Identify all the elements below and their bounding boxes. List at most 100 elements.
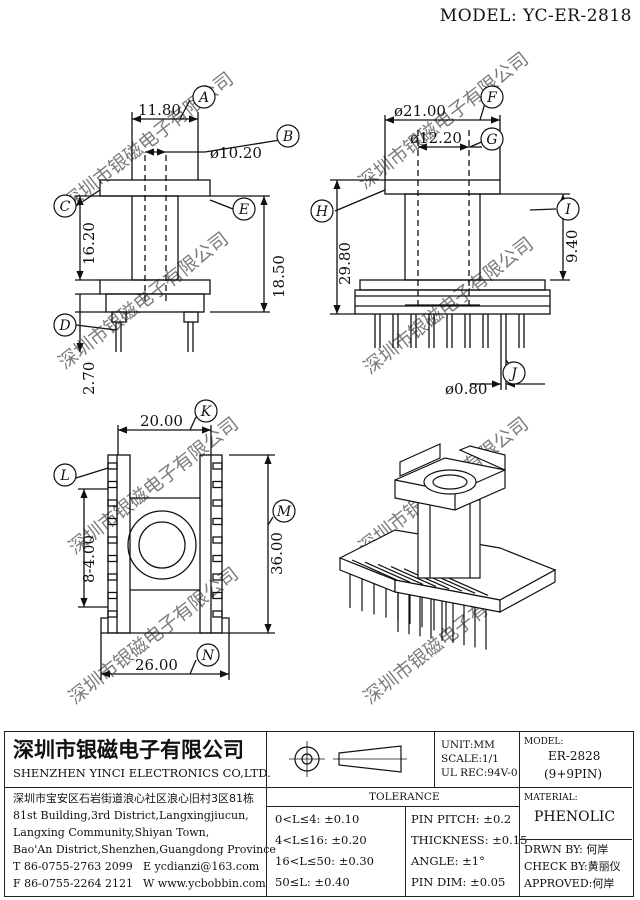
approved-by: APPROVED:何岸 [524,877,615,890]
signoff-cell: DRWN BY: 何岸 CHECK BY:黄丽仪 APPROVED:何岸 [520,840,632,896]
callout-j: J [508,366,518,382]
tol-right-3: ANGLE: ±1° [411,854,485,868]
company-name-en: SHENZHEN YINCI ELECTRONICS CO,LTD. [13,766,271,780]
check-by: CHECK BY:黄丽仪 [524,860,621,873]
iso-rib [403,568,450,590]
callout-f: F [486,90,498,106]
bobbin-slot [212,591,223,600]
side-view [330,99,570,390]
dim-d12: 8-4.00 [80,535,98,583]
tol-right-1: PIN PITCH: ±0.2 [411,812,512,826]
material-label: MATERIAL: [524,793,578,803]
callout-bubbles [53,85,580,667]
callout-h-circle [310,199,334,223]
model-pins: (9+9PIN) [544,767,603,781]
callout-n-circle [196,643,220,667]
callout-n: N [201,648,215,664]
iso-rib [377,563,424,585]
callout-e-circle [232,197,256,221]
dim-d9: 9.40 [563,230,581,263]
projection-symbol-icon [289,741,407,777]
bobbin-slot [107,591,118,600]
bobbin-slot [107,517,118,526]
callout-i: I [564,202,571,218]
tol-right-4: PIN DIM: ±0.05 [411,875,506,889]
iso-rib [364,561,411,583]
callout-d-circle [53,313,77,337]
model-cell: MODEL: ER-2828 (9+9PIN) [520,732,632,788]
tol-left-2: 4<L≤16: ±0.20 [275,833,367,847]
dim-d5: 2.70 [80,362,98,395]
iso-rib [351,559,398,581]
watermark-2: 深圳市银磁电子有限公司 [355,48,533,194]
iso-rib [390,566,437,588]
dim-d8: 29.80 [336,242,354,285]
dim-d2: ø10.20 [210,144,262,162]
bobbin-slot [107,610,118,618]
bobbin-slot [107,536,118,544]
callout-a-circle [192,85,216,109]
callout-a: A [197,90,209,106]
dim-d1: 11.80 [138,101,181,119]
front-view [75,99,281,352]
callout-d: D [58,318,70,334]
front-view-labels: 11.80 ø10.20 16.20 2.70 18.50 [80,101,288,395]
contact-tel: T 86-0755-2763 2099 [13,860,133,873]
callout-m: M [276,504,292,520]
callout-c-circle [53,194,77,218]
contact-web: W www.ycbobbin.com [143,877,266,890]
callout-e: E [238,202,249,218]
tol-left-3: 16<L≤50: ±0.30 [275,854,374,868]
technical-drawing: 深圳市银磁电子有限公司 深圳市银磁电子有限公司 深圳市银磁电子有限公司 深圳市银… [53,48,581,709]
callout-m-circle [272,499,296,523]
model-header: MODEL: YC-ER-2818 [439,6,632,26]
isometric-view [338,443,557,650]
bobbin-slot [212,573,223,581]
callout-k-circle [194,399,218,423]
tolerance-cell: TOLERANCE 0<L≤4: ±0.10 4<L≤16: ±0.20 16<… [267,788,527,896]
tol-left-1: 0<L≤4: ±0.10 [275,812,360,826]
dim-d6: ø21.00 [394,102,446,120]
callout-c: C [60,199,71,215]
callout-b-circle [276,124,300,148]
callout-l-circle [53,463,77,487]
dim-d13: 36.00 [268,532,286,575]
dim-d3: 16.20 [80,222,98,265]
bobbin-slot [212,462,223,470]
drawn-by: DRWN BY: 何岸 [524,843,609,856]
tol-right-2: THICKNESS: ±0.15 [411,833,528,847]
callout-f-circle [480,85,504,109]
callout-h: H [315,204,329,220]
bobbin-slot [107,480,118,489]
bobbin-slot [107,573,118,581]
contact-fax: F 86-0755-2264 2121 [13,877,134,890]
bobbin-slot [107,462,118,470]
callout-i-circle [556,197,580,221]
top-view [75,416,275,680]
callout-j-circle [502,361,526,385]
bobbin-slot [107,499,118,507]
specs-cell: UNIT:MM SCALE:1/1 UL REC:94V-0 [435,732,520,788]
tol-left-4: 50≤L: ±0.40 [275,875,350,889]
bobbin-slot [212,610,223,618]
spec-scale: SCALE:1/1 [441,753,499,765]
address-line-4: Bao'An District,Shenzhen,Guangdong Provi… [13,843,276,856]
tolerance-title: TOLERANCE [369,791,440,803]
address-line-1: 深圳市宝安区石岩街道浪心社区浪心旧村3区81栋 [13,792,254,805]
dim-d4: 18.50 [270,255,288,298]
model-value: ER-2828 [548,749,601,763]
callout-g-circle [480,127,504,151]
bobbin-slot [212,517,223,526]
address-line-3: Langxing Community,Shiyan Town, [13,826,210,839]
company-cell: 深圳市银磁电子有限公司 SHENZHEN YINCI ELECTRONICS C… [5,732,271,788]
bobbin-slot [107,554,118,563]
callout-letters: A B C E D F G H I J K L M N [58,90,571,664]
title-block: 深圳市银磁电子有限公司 SHENZHEN YINCI ELECTRONICS C… [4,731,634,897]
side-view-labels: ø21.00 ø12.20 29.80 9.40 ø0.80 [336,102,581,398]
callout-g: G [486,132,497,148]
projection-symbol-cell [267,732,435,788]
address-cell: 深圳市宝安区石岩街道浪心社区浪心旧村3区81栋 81st Building,3r… [5,788,276,896]
company-name-cn: 深圳市银磁电子有限公司 [13,738,244,762]
callout-l: L [59,468,69,484]
spec-unit: UNIT:MM [441,739,495,751]
